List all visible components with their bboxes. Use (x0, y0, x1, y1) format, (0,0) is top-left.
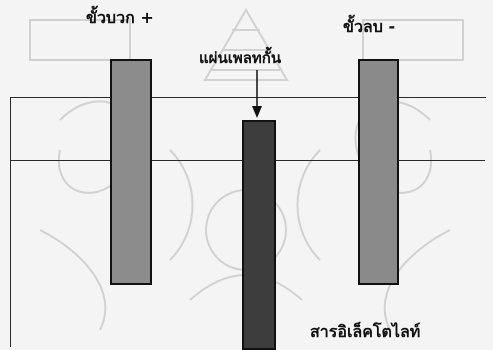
positive-terminal-label: ขั้วบวก + (86, 8, 154, 27)
electrolyte-tank (10, 97, 486, 347)
separator-plate (242, 120, 276, 350)
positive-plate (110, 59, 152, 285)
negative-plate (358, 59, 399, 285)
negative-terminal-label: ขั้วลบ - (343, 17, 396, 36)
electrolyte-label: สารอิเล็คโตไลท์ (310, 322, 421, 341)
separator-plate-label: แผ่นเพลทกั้น (199, 49, 282, 67)
